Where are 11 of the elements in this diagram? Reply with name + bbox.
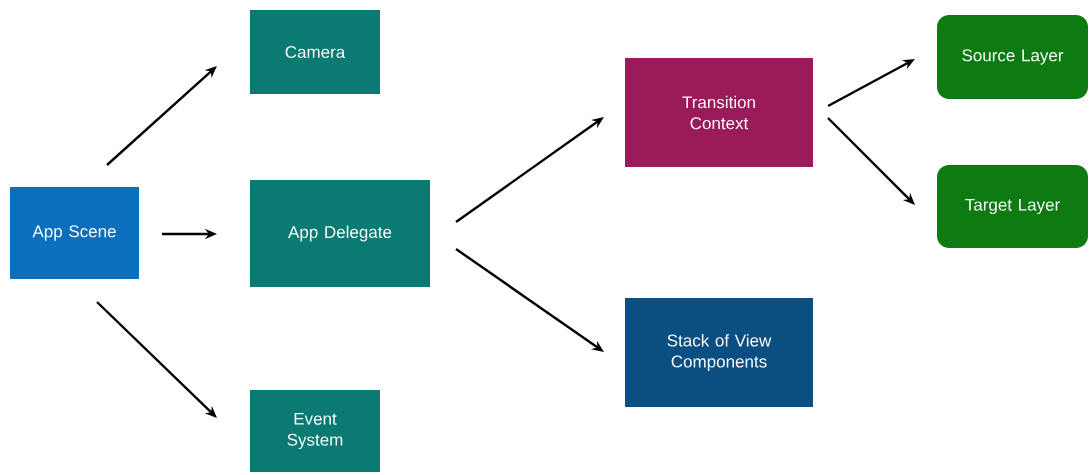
process-box: Event System xyxy=(250,390,380,472)
process-box: Camera xyxy=(250,10,380,94)
rounded-box: Source Layer xyxy=(937,15,1088,99)
arrow xyxy=(827,117,915,205)
arrow xyxy=(96,301,217,418)
process-box: Stack of View Components xyxy=(625,298,813,407)
process-box: App Scene xyxy=(10,187,139,279)
arrow xyxy=(106,66,217,166)
rounded-box: Target Layer xyxy=(937,165,1088,248)
process-box: Transition Context xyxy=(625,58,813,167)
process-box: App Delegate xyxy=(250,180,430,287)
